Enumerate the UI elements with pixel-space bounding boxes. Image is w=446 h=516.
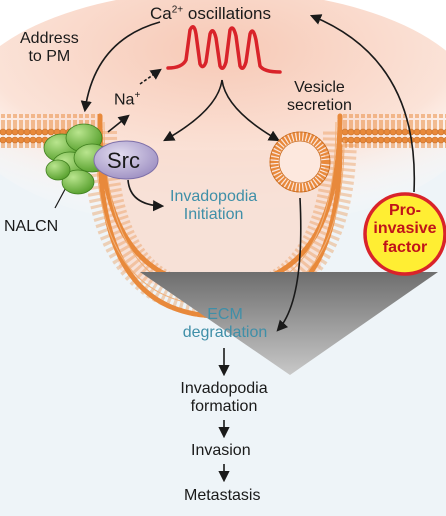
ca-oscillations-label: Ca2+ oscillations — [150, 4, 271, 24]
address-line-2: to PM — [28, 48, 71, 66]
arrow-na-to-ca — [139, 68, 162, 85]
arrow-src-to-initiation — [127, 179, 165, 212]
pro-invasive-line-2: invasive — [373, 220, 437, 238]
address-line-1: Address — [20, 30, 79, 47]
ecm-line-1: ECM — [207, 306, 243, 323]
vesicle-secretion-label: Vesicle secretion — [287, 79, 352, 116]
nalcn-channel-icon — [43, 123, 111, 195]
initiation-line-2: Initiation — [183, 206, 244, 224]
arrow-channel-to-na — [107, 114, 130, 133]
nalcn-label: NALCN — [4, 218, 59, 235]
ca-superscript: 2+ — [171, 4, 184, 16]
arrow-factor-to-ca — [309, 14, 416, 193]
na-superscript: + — [134, 90, 141, 101]
arrow-ca-to-src — [163, 79, 223, 142]
calcium-oscillation-trace — [166, 25, 282, 74]
ecm-funnel — [140, 272, 438, 375]
arrows — [54, 14, 416, 483]
vesicle-line-1: Vesicle — [294, 79, 345, 96]
invadopodia-initiation-label: Invadopodia Initiation — [170, 188, 257, 225]
pro-invasive-line-3: factor — [382, 238, 428, 256]
vesicle-icon — [269, 131, 331, 193]
src-kinase-shape — [93, 140, 159, 180]
metastasis-label: Metastasis — [184, 487, 261, 504]
na-label: Na+ — [114, 90, 140, 110]
arrow-address-to-pm — [80, 21, 161, 113]
invadopodia-formation-label: Invadopodia formation — [170, 380, 278, 417]
formation-line-1: Invadopodia — [180, 380, 268, 397]
arrow-vesicle-to-ecm — [276, 197, 302, 332]
pro-invasive-line-1: Pro- — [389, 202, 421, 219]
ca-text: Ca — [150, 4, 172, 23]
src-label: Src — [107, 148, 140, 173]
pro-invasive-factor-badge — [363, 192, 446, 276]
ecm-degradation-label: ECM degradation — [175, 306, 275, 343]
vesicle-line-2: secretion — [287, 97, 352, 115]
address-to-pm-label: Address to PM — [20, 30, 79, 67]
formation-line-2: formation — [190, 398, 258, 416]
pro-invasive-factor-label: Pro- invasive factor — [367, 202, 443, 257]
oscillations-text: oscillations — [183, 4, 272, 23]
initiation-line-1: Invadopodia — [170, 188, 258, 205]
na-text: Na — [114, 91, 135, 109]
invasion-label: Invasion — [191, 442, 251, 459]
arrow-ca-to-vesicle — [221, 79, 280, 142]
ecm-line-2: degradation — [182, 324, 268, 342]
